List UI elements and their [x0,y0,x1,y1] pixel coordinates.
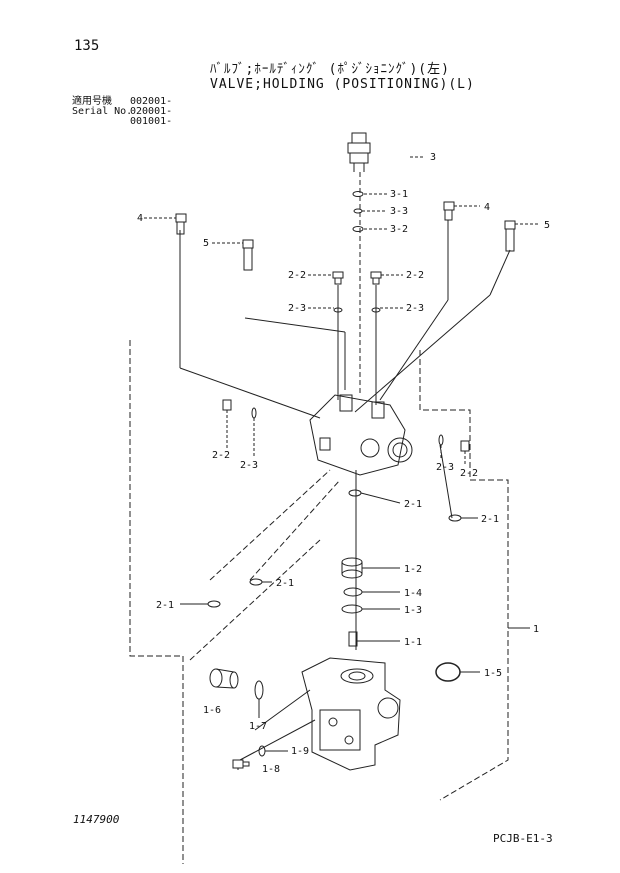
callout-label: 3 [430,152,436,163]
seal [333,307,343,313]
callout-label: 1-6 [203,705,221,716]
seal [371,307,381,313]
callout-label: 2-2 [288,270,306,281]
bolt [443,201,455,221]
callout-label: 1-3 [404,605,422,616]
serial-number-3: 001001- [130,116,173,127]
serial-number-label: Serial No. [72,106,133,117]
callout-label: 1-9 [291,746,309,757]
o-ring [254,680,264,700]
o-ring [352,226,364,232]
callout-label: 5 [203,238,209,249]
o-ring [352,191,364,197]
callout-label: 1-1 [404,637,422,648]
plug [222,399,232,411]
o-ring [348,489,362,497]
spool-cap [341,557,363,579]
callout-label: 4 [484,202,490,213]
assembly-boundary [189,539,321,661]
callout-label: 3-2 [390,224,408,235]
guide-line [354,294,491,413]
callout-label: 1-7 [249,721,267,732]
callout-label: 3-3 [390,206,408,217]
callout-label: 1-8 [262,764,280,775]
callout-label: 1-5 [484,668,502,679]
title-english: VALVE;HOLDING (POSITIONING)(L) [210,77,475,92]
assembly-boundary [249,479,341,581]
serial-number-1: 002001- [130,96,173,107]
callout-label: 2-1 [481,514,499,525]
poppet [348,631,358,647]
page-code: PCJB-E1-3 [493,832,553,845]
o-ring [258,745,266,757]
seal [438,434,444,446]
guide-line [244,317,346,333]
guide-line [379,299,449,401]
guide-line [254,689,311,731]
cartridge-part [347,132,371,172]
plug [209,668,239,689]
plug [460,440,470,452]
assembly-boundary [129,340,184,864]
callout-label: 1-2 [404,564,422,575]
callout-label: 2-1 [156,600,174,611]
callout-label: 2-2 [460,468,478,479]
callout-label: 2-3 [240,460,258,471]
applicable-serial-label: 適用号機 [72,96,112,107]
callout-label: 1 [533,624,539,635]
large-o-ring [435,662,461,682]
o-ring [353,208,363,214]
o-ring [207,600,221,608]
callout-label: 2-2 [212,450,230,461]
bolt [175,213,187,235]
callout-label: 2-1 [404,499,422,510]
drawing-number: 1147900 [73,813,120,826]
o-ring [249,578,263,586]
guide-line [489,249,511,296]
callout-label: 2-2 [406,270,424,281]
callout-label: 5 [544,220,550,231]
assembly-boundary [209,469,331,581]
guide-line [179,367,321,419]
assembly-boundary [419,350,509,801]
callout-label: 2-1 [276,578,294,589]
plug [370,271,382,285]
lower-valve-body [301,657,401,771]
plug [332,271,344,285]
o-ring [448,514,462,522]
callout-label: 4 [137,213,143,224]
upper-valve-body [309,394,413,476]
guide-line [239,719,316,761]
o-ring [341,604,363,614]
page-number: 135 [74,38,100,54]
guide-line [439,444,453,519]
callout-label: 2-3 [288,303,306,314]
title-japanese: ﾊﾞﾙﾌﾞ;ﾎｰﾙﾃﾞｨﾝｸﾞ (ﾎﾟｼﾞｼｮﾆﾝｸﾞ)(左) [210,62,450,77]
callout-label: 1-4 [404,588,422,599]
serial-number-2: 020001- [130,106,173,117]
seal [251,407,257,419]
callout-label: 2-3 [436,462,454,473]
bolt [504,220,516,252]
backup-ring [343,587,363,597]
callout-label: 2-3 [406,303,424,314]
plug [232,759,250,769]
bolt [242,239,254,271]
callout-label: 3-1 [390,189,408,200]
